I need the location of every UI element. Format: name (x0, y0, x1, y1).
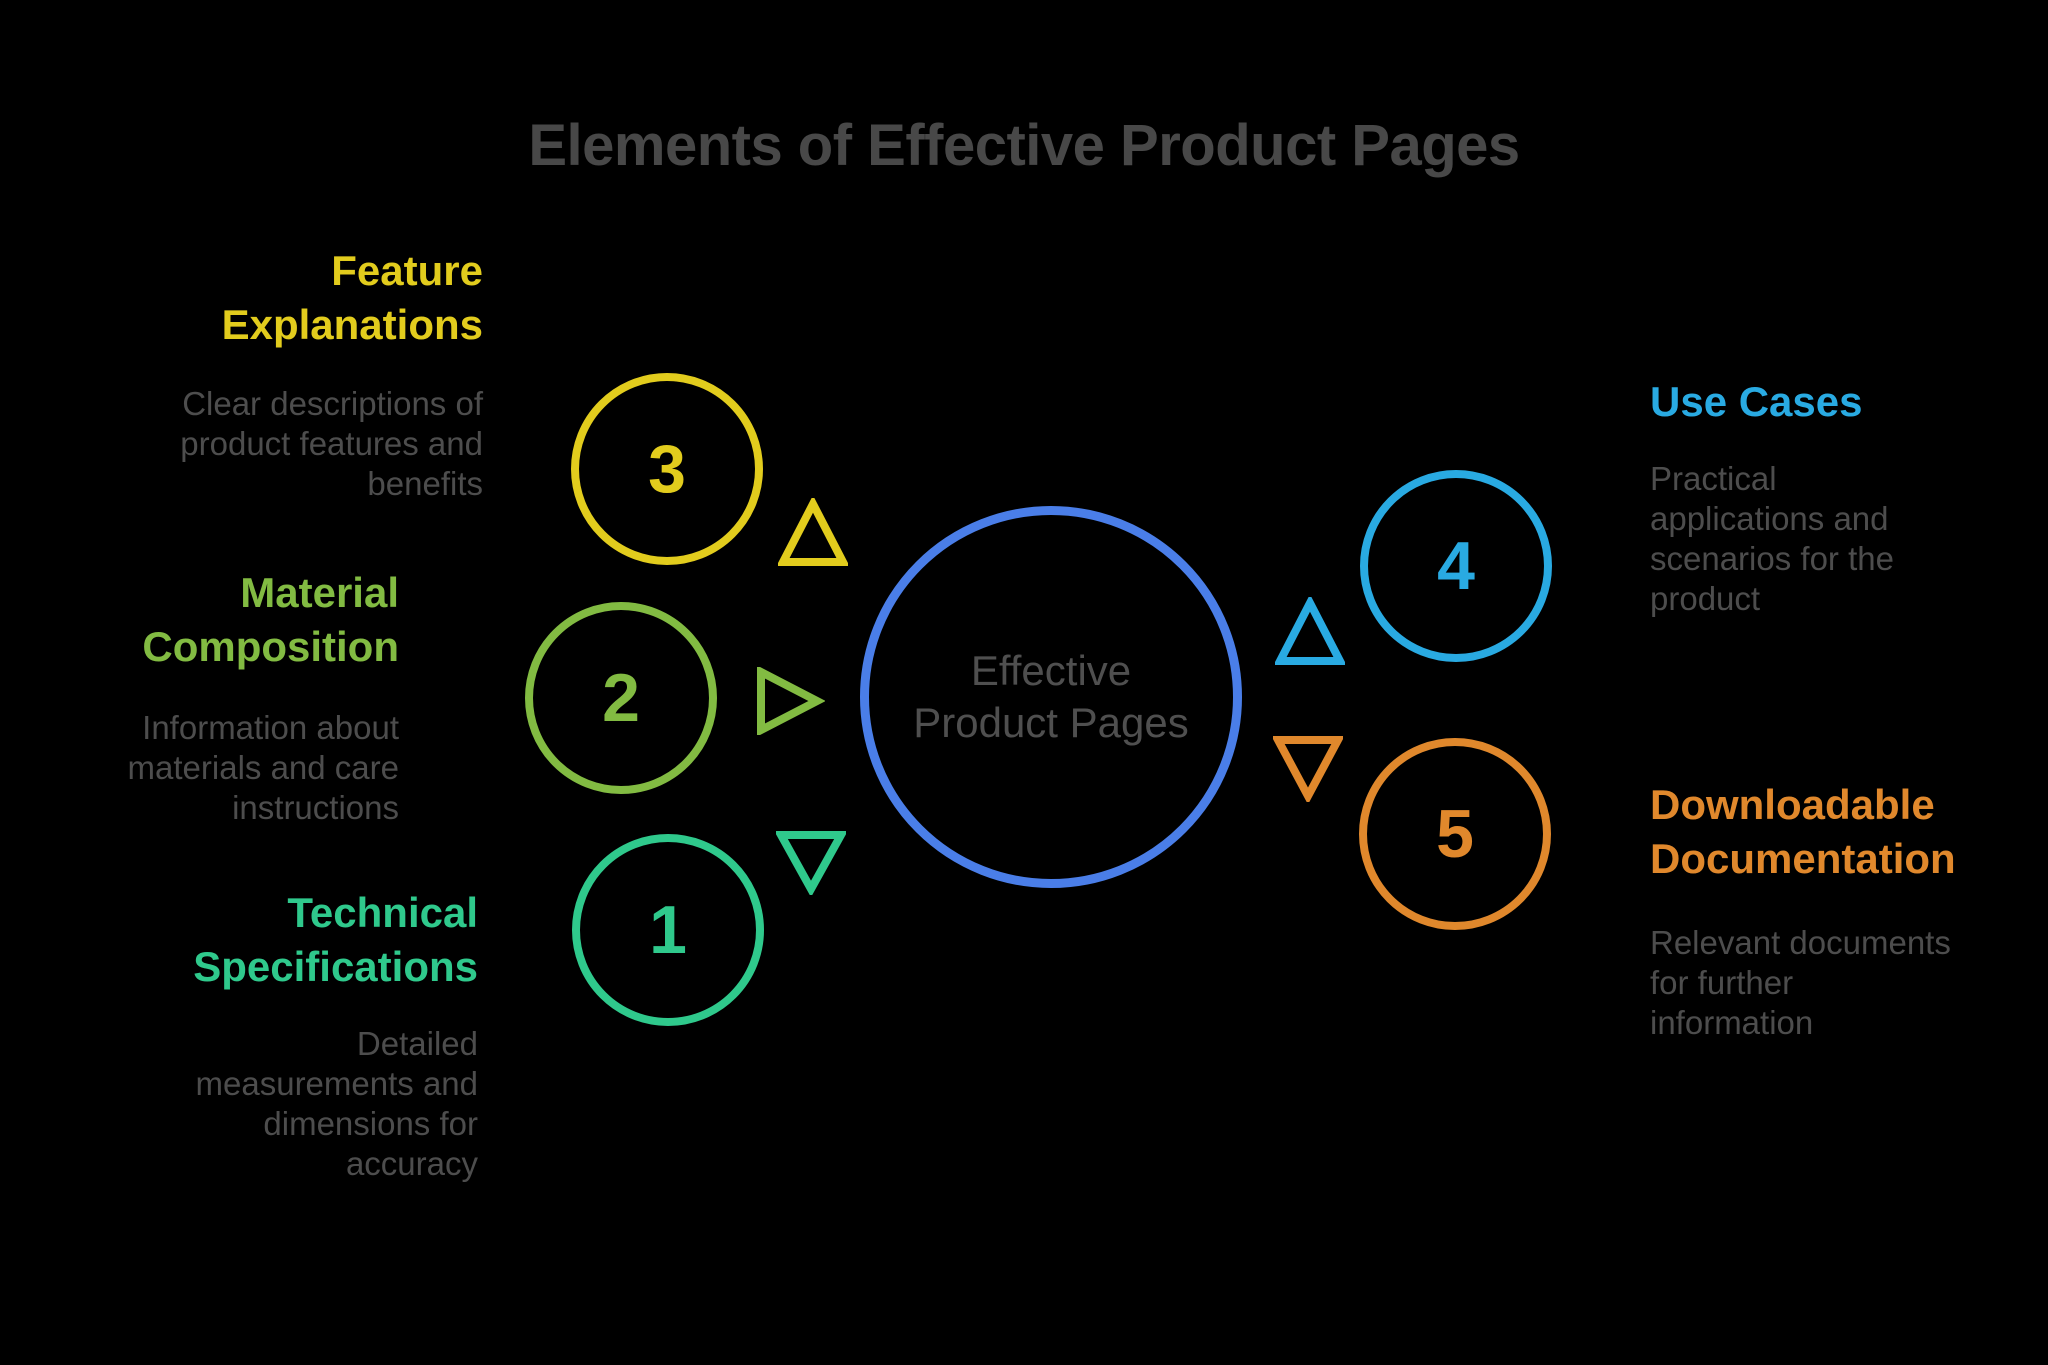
step-4-heading: Use Cases (1650, 378, 1863, 425)
step-3-triangle-up-icon (778, 498, 848, 566)
step-4-triangle-up-icon (1275, 597, 1345, 665)
step-2-triangle-right-icon (757, 667, 825, 735)
step-5-heading: Downloadable Documentation (1650, 781, 1956, 882)
step-3-heading: Feature Explanations (221, 247, 483, 348)
page-title: Elements of Effective Product Pages (528, 113, 1520, 178)
center-circle-label: Effective Product Pages (913, 647, 1189, 746)
step-2-description: Information about materials and care ins… (127, 709, 399, 826)
step-2-heading: Material Composition (142, 569, 399, 670)
step-4-description: Practical applications and scenarios for… (1650, 460, 1894, 617)
step-3-description: Clear descriptions of product features a… (180, 385, 483, 502)
step-2-number: 2 (602, 660, 640, 736)
step-5-triangle-down-icon (1273, 736, 1343, 802)
step-4-number: 4 (1437, 528, 1475, 604)
step-5-circle: 5 (1359, 738, 1551, 930)
step-1-heading: Technical Specifications (193, 889, 478, 990)
step-5-description: Relevant documents for further informati… (1650, 924, 1951, 1041)
step-2-circle: 2 (525, 602, 717, 794)
step-1-circle: 1 (572, 834, 764, 1026)
step-1-description: Detailed measurements and dimensions for… (195, 1025, 478, 1182)
step-5-number: 5 (1436, 796, 1474, 872)
step-3-number: 3 (648, 431, 686, 507)
center-circle: Effective Product Pages (860, 506, 1242, 888)
step-4-circle: 4 (1360, 470, 1552, 662)
step-3-circle: 3 (571, 373, 763, 565)
step-1-triangle-down-icon (776, 831, 846, 895)
step-1-number: 1 (649, 892, 687, 968)
